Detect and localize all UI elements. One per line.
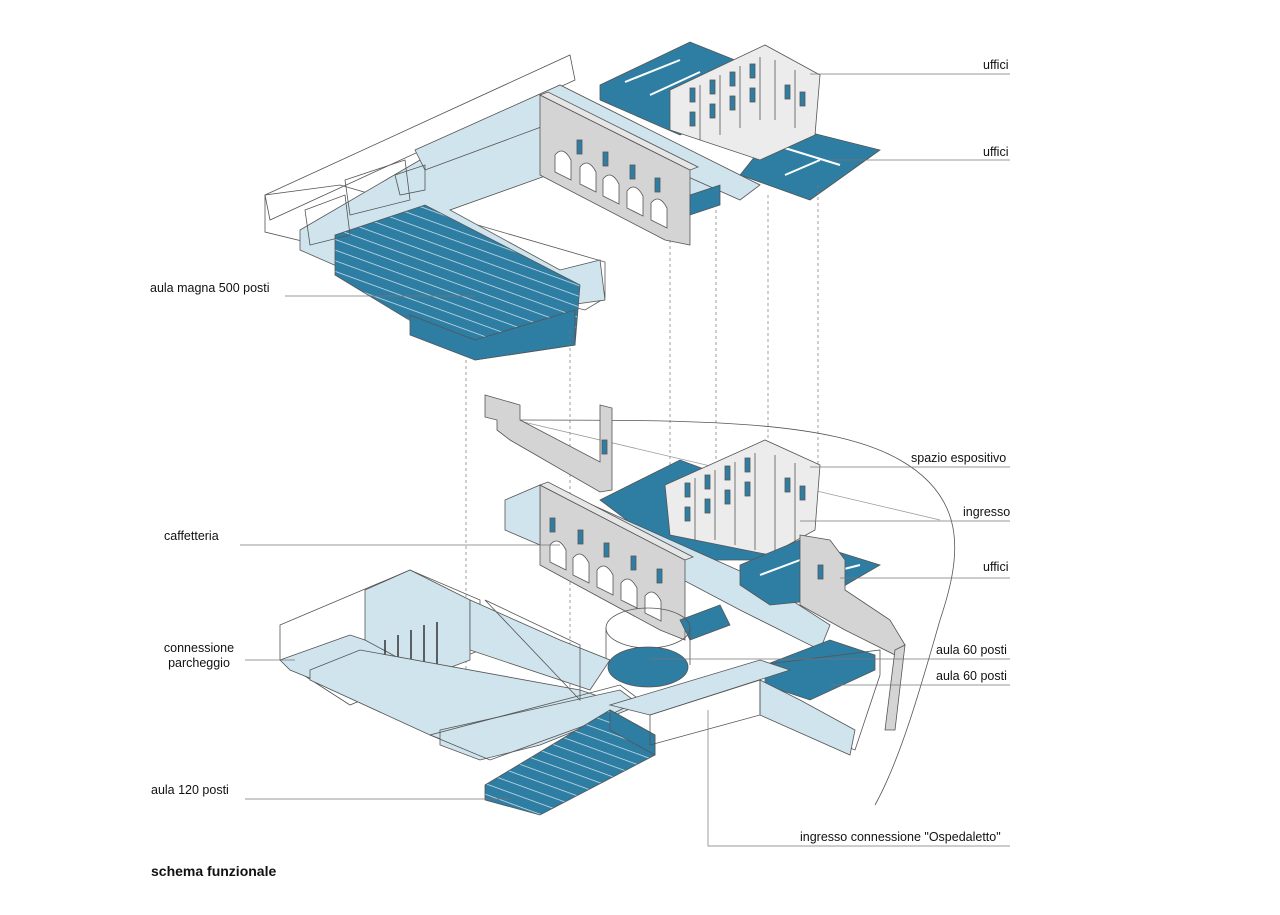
label-aula-60-a: aula 60 posti	[936, 643, 1007, 657]
upper-level	[264, 41, 881, 361]
label-uffici-lower: uffici	[983, 560, 1009, 574]
label-spazio-espositivo: spazio espositivo	[911, 451, 1007, 465]
diagram-caption: schema funzionale	[151, 863, 277, 879]
label-aula-magna: aula magna 500 posti	[150, 281, 270, 295]
lower-standalone-wall	[484, 394, 613, 493]
uffici-lower-wall	[799, 534, 906, 656]
lower-level	[279, 394, 956, 816]
aula-60-floor-a	[607, 646, 689, 688]
label-ingresso-ospedaletto: ingresso connessione "Ospedaletto"	[800, 830, 1001, 844]
label-connessione: connessione	[163, 641, 235, 655]
upper-facade	[669, 44, 821, 161]
upper-outline	[264, 54, 576, 221]
label-uffici-mid: uffici	[983, 145, 1009, 159]
label-caffetteria: caffetteria	[164, 529, 219, 543]
label-parcheggio: parcheggio	[168, 656, 230, 670]
label-aula-120: aula 120 posti	[151, 783, 229, 797]
label-ingresso: ingresso	[963, 505, 1011, 519]
label-aula-60-b: aula 60 posti	[936, 669, 1007, 683]
lower-facade	[664, 439, 821, 556]
leader-lines	[240, 73, 1010, 847]
lower-outline	[514, 419, 956, 806]
label-uffici-top: uffici	[983, 58, 1009, 72]
